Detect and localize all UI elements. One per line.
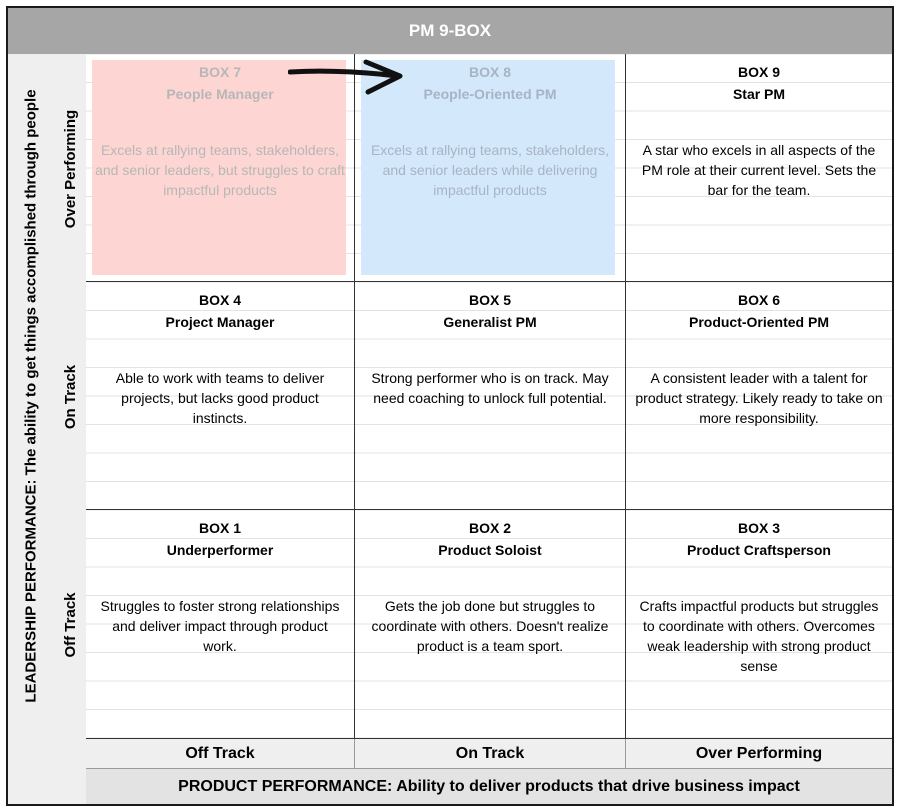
box-name: People-Oriented PM: [423, 86, 557, 102]
column-label-on-track: On Track: [355, 739, 626, 769]
box-number: BOX 1: [198, 520, 241, 536]
box-8-highlight: [361, 60, 615, 275]
corner-spacer: [8, 739, 87, 804]
row-label-off-track: Off Track: [61, 592, 79, 658]
box-8: BOX 8 People-Oriented PM Excels at rally…: [355, 54, 626, 282]
box-6: BOX 6 Product-Oriented PM A consistent l…: [626, 282, 892, 510]
box-description: Gets the job done but struggles to coord…: [371, 598, 609, 654]
column-label-off-track: Off Track: [86, 739, 355, 769]
row-labels-column: Over Performing On Track Off Track: [54, 54, 87, 739]
box-description: Excels at rallying teams, stakeholders, …: [95, 142, 345, 198]
box-name: Product-Oriented PM: [688, 314, 829, 330]
row-label-over-performing: Over Performing: [61, 109, 79, 229]
y-axis-label: LEADERSHIP PERFORMANCE: The ability to g…: [22, 89, 40, 703]
box-description: Able to work with teams to deliver proje…: [115, 370, 325, 426]
box-2: BOX 2 Product Soloist Gets the job done …: [355, 510, 626, 739]
nine-box-grid: PM 9-BOX LEADERSHIP PERFORMANCE: The abi…: [6, 6, 894, 806]
box-number: BOX 3: [737, 520, 780, 536]
box-3: BOX 3 Product Craftsperson Crafts impact…: [626, 510, 892, 739]
box-number: BOX 7: [198, 64, 241, 80]
box-name: Project Manager: [165, 314, 275, 330]
right-arrow-icon: [288, 59, 403, 95]
box-7-highlight: [92, 60, 346, 275]
box-name: Product Soloist: [438, 542, 542, 558]
box-description: Excels at rallying teams, stakeholders, …: [370, 142, 610, 198]
box-name: Star PM: [732, 86, 786, 102]
x-axis-label: PRODUCT PERFORMANCE: Ability to deliver …: [86, 769, 892, 804]
box-number: BOX 4: [198, 292, 241, 308]
box-number: BOX 9: [737, 64, 780, 80]
box-description: Strong performer who is on track. May ne…: [371, 370, 609, 406]
box-4: BOX 4 Project Manager Able to work with …: [86, 282, 355, 510]
box-name: Product Craftsperson: [687, 542, 831, 558]
box-5: BOX 5 Generalist PM Strong performer who…: [355, 282, 626, 510]
box-number: BOX 2: [468, 520, 511, 536]
box-name: Underperformer: [166, 542, 274, 558]
box-description: Struggles to foster strong relationships…: [100, 598, 340, 654]
page-title: PM 9-BOX: [8, 8, 892, 55]
box-description: Crafts impactful products but struggles …: [639, 598, 879, 674]
box-description: A star who excels in all aspects of the …: [641, 142, 877, 198]
row-label-on-track: On Track: [61, 364, 79, 430]
box-1: BOX 1 Underperformer Struggles to foster…: [86, 510, 355, 739]
box-name: Generalist PM: [443, 314, 537, 330]
y-axis-label-column: LEADERSHIP PERFORMANCE: The ability to g…: [8, 54, 55, 739]
box-description: A consistent leader with a talent for pr…: [635, 370, 883, 426]
box-number: BOX 8: [468, 64, 511, 80]
box-number: BOX 6: [737, 292, 780, 308]
column-label-over-performing: Over Performing: [626, 739, 892, 769]
box-7: BOX 7 People Manager Excels at rallying …: [86, 54, 355, 282]
box-number: BOX 5: [468, 292, 511, 308]
box-name: People Manager: [166, 86, 274, 102]
box-9: BOX 9 Star PM A star who excels in all a…: [626, 54, 892, 282]
